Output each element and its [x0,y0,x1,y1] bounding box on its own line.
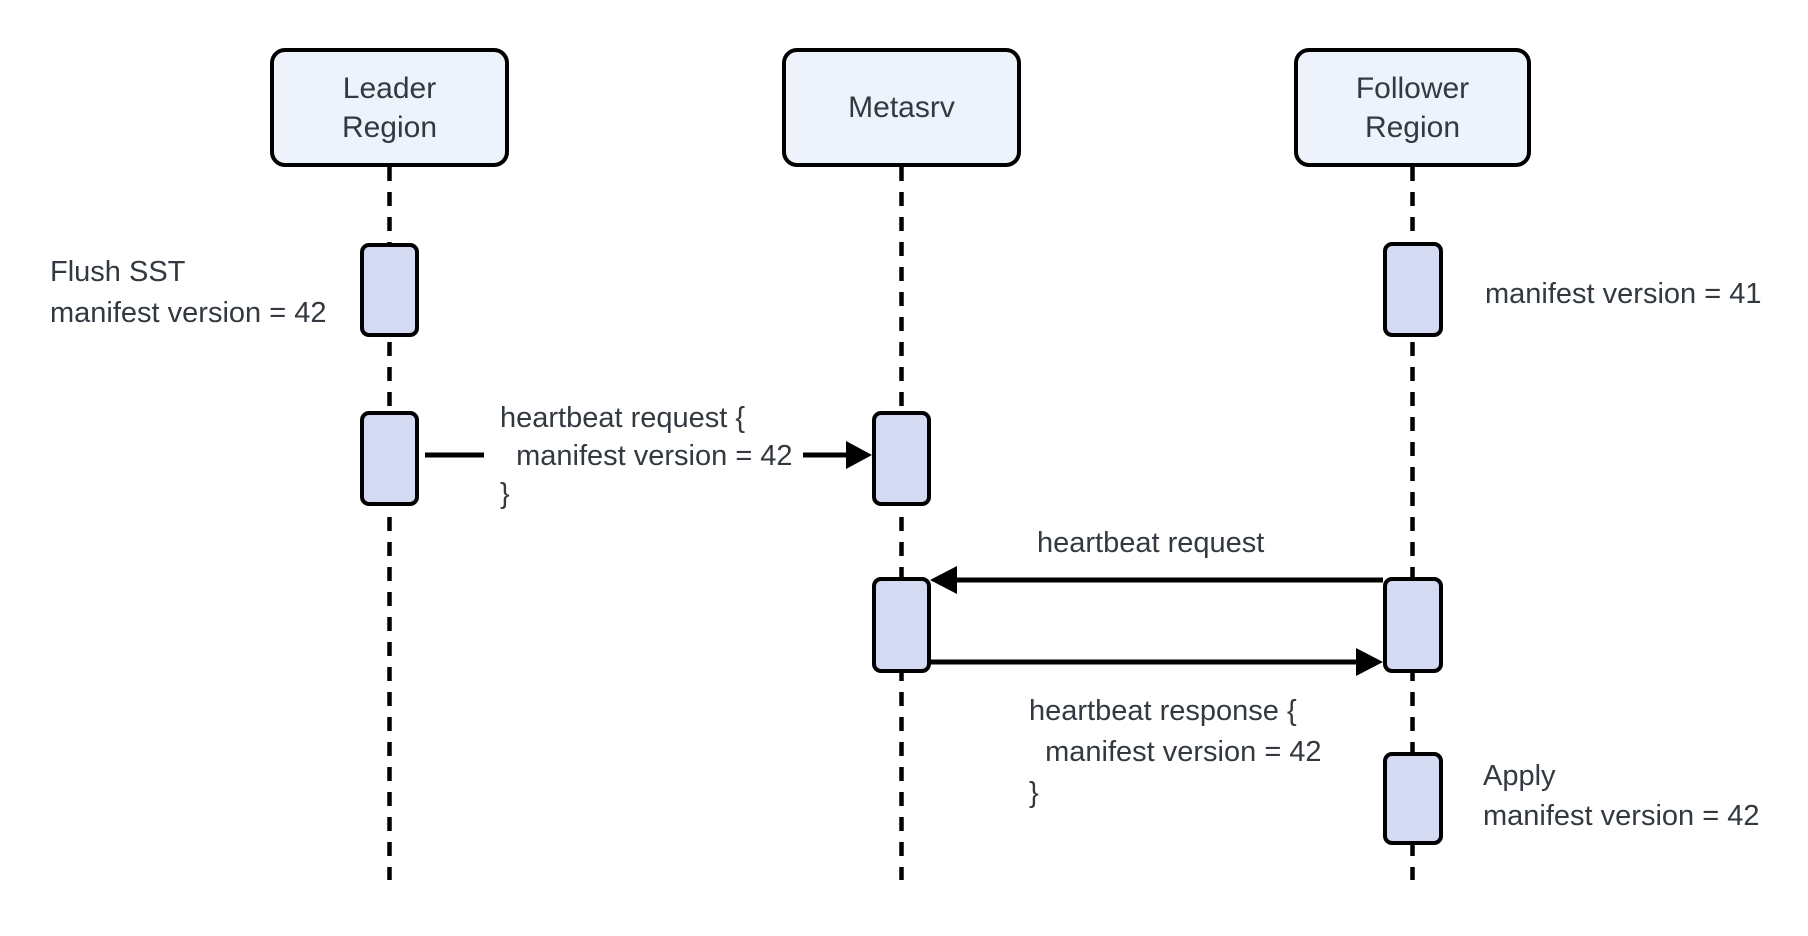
message2-label: heartbeat request [1037,527,1265,559]
activation-follower-initial [1383,242,1443,337]
message2-arrowhead-icon [930,566,957,594]
participant-metasrv: Metasrv [782,48,1021,167]
activation-leader-heartbeat [360,411,419,506]
activation-metasrv-respond [872,577,931,673]
note-apply: Apply manifest version = 42 [1483,760,1760,832]
activation-leader-flush [360,243,419,337]
activation-follower-heartbeat [1383,577,1443,673]
note-flush-sst: Flush SST manifest version = 42 [50,256,327,329]
message3-arrowhead-icon [1356,648,1383,676]
activation-metasrv-receive [872,411,931,506]
note-manifest-version-41: manifest version = 41 [1485,278,1762,310]
participant-follower-region: Follower Region [1294,48,1531,167]
activation-follower-apply [1383,752,1443,845]
message3-label: heartbeat response { manifest version = … [1029,695,1322,809]
participant-leader-region: Leader Region [270,48,509,167]
message1-label: heartbeat request { manifest version = 4… [500,402,793,510]
message1-arrowhead-icon [846,441,872,469]
